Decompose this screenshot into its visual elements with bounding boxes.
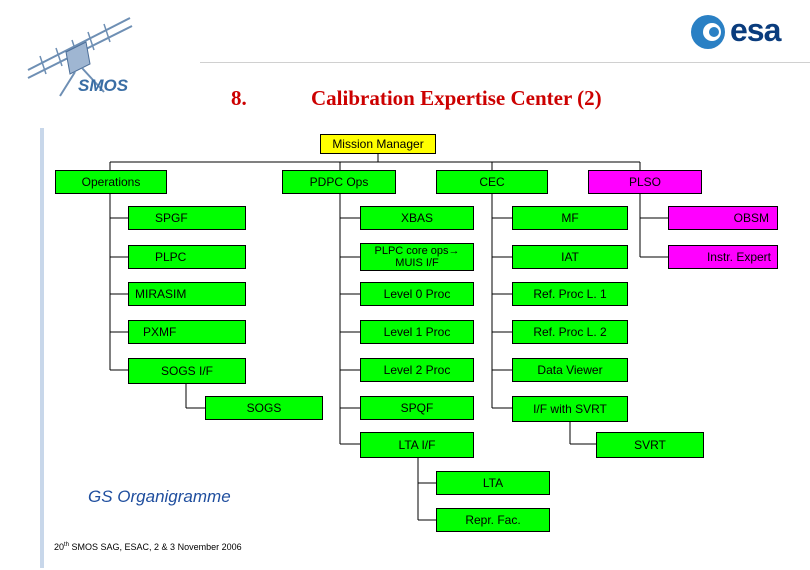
ref-proc-l1-box: Ref. Proc L. 1 xyxy=(512,282,628,306)
esa-logo xyxy=(688,12,798,52)
plso-box: PLSO xyxy=(588,170,702,194)
obsm-box: OBSM xyxy=(668,206,778,230)
left-accent-bar xyxy=(40,128,44,568)
smos-logo xyxy=(20,12,140,102)
data-viewer-box: Data Viewer xyxy=(512,358,628,382)
esa-logo-text: esa xyxy=(730,12,781,48)
plpc-core-ops-line1: PLPC core ops→ xyxy=(374,245,460,257)
pxmf-box: PXMF xyxy=(128,320,246,344)
pdpc-ops-box: PDPC Ops xyxy=(282,170,396,194)
mf-box: MF xyxy=(512,206,628,230)
mirasim-box: MIRASIM xyxy=(128,282,246,306)
cec-box: CEC xyxy=(436,170,548,194)
footer-rest: SMOS SAG, ESAC, 2 & 3 November 2006 xyxy=(69,542,242,552)
if-with-svrt-box: I/F with SVRT xyxy=(512,396,628,422)
spgf-box: SPGF xyxy=(128,206,246,230)
sogs-box: SOGS xyxy=(205,396,323,420)
footer-superscript: th xyxy=(64,542,70,548)
satellite-icon xyxy=(27,17,133,97)
repr-fac-box: Repr. Fac. xyxy=(436,508,550,532)
organigramme-caption: GS Organigramme xyxy=(88,487,231,506)
xbas-box: XBAS xyxy=(360,206,474,230)
esa-globe-icon xyxy=(691,15,725,49)
level0-proc-box: Level 0 Proc xyxy=(360,282,474,306)
plpc-box: PLPC xyxy=(128,245,246,269)
level2-proc-box: Level 2 Proc xyxy=(360,358,474,382)
plpc-core-ops-line2: MUIS I/F xyxy=(395,257,439,269)
operations-box: Operations xyxy=(55,170,167,194)
sogs-if-box: SOGS I/F xyxy=(128,358,246,384)
footer-text: 20th SMOS SAG, ESAC, 2 & 3 November 2006 xyxy=(54,542,242,552)
footer-prefix: 20 xyxy=(54,542,65,552)
smos-logo-text: SMOS xyxy=(78,76,129,95)
svrt-box: SVRT xyxy=(596,432,704,458)
slide-number: 8. xyxy=(231,86,247,110)
mission-manager-box: Mission Manager xyxy=(320,134,436,154)
iat-box: IAT xyxy=(512,245,628,269)
spqf-box: SPQF xyxy=(360,396,474,420)
header-divider xyxy=(200,62,810,63)
ref-proc-l2-box: Ref. Proc L. 2 xyxy=(512,320,628,344)
lta-box: LTA xyxy=(436,471,550,495)
lta-if-box: LTA I/F xyxy=(360,432,474,458)
plpc-core-ops-box: PLPC core ops→ MUIS I/F xyxy=(360,243,474,271)
slide-title: Calibration Expertise Center (2) xyxy=(311,86,602,110)
level1-proc-box: Level 1 Proc xyxy=(360,320,474,344)
instr-expert-box: Instr. Expert xyxy=(668,245,778,269)
